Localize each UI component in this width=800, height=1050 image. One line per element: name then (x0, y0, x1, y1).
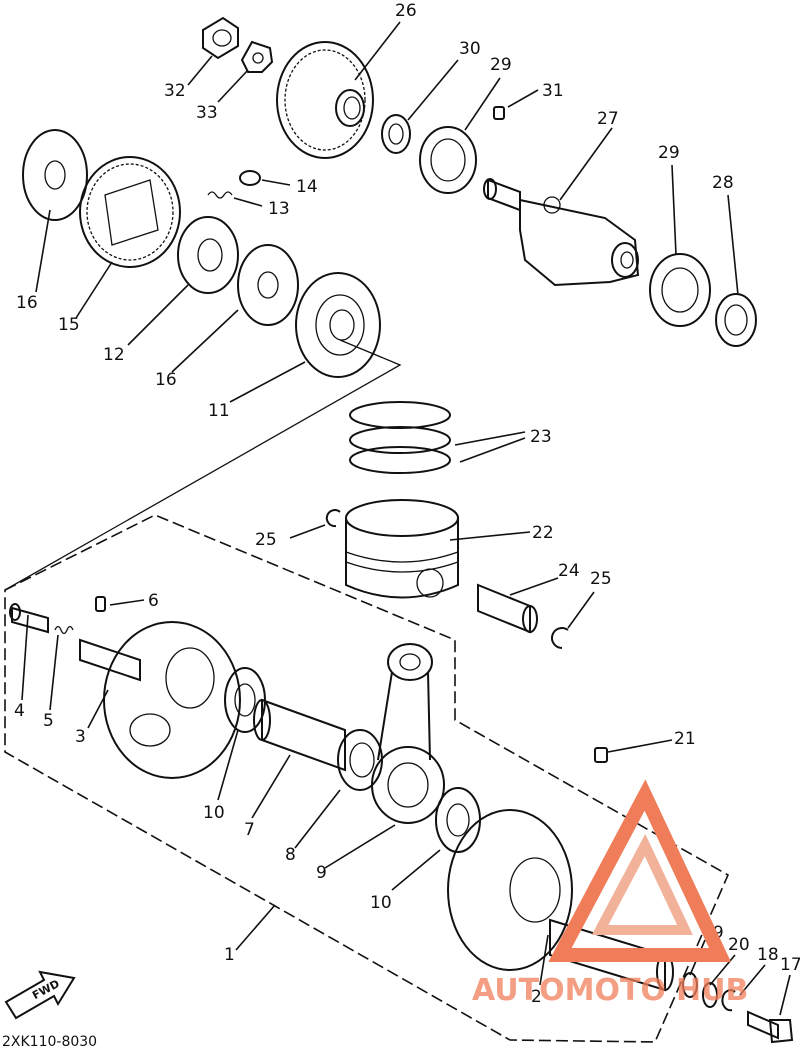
leader-lines (21, 21, 791, 1016)
label-8: 8 (285, 845, 296, 865)
spring-13 (207, 191, 233, 199)
oil-seal-28 (715, 293, 757, 347)
plate-16-upper (22, 129, 88, 221)
label-2: 2 (531, 987, 542, 1007)
part-code: 2XK110-8030 (2, 1034, 97, 1050)
balancer-shaft-27 (483, 178, 640, 287)
nut-32 (202, 16, 239, 60)
crankshaft-assembly-outline (4, 339, 730, 1043)
label-13: 13 (268, 199, 290, 219)
label-10-right: 10 (370, 893, 392, 913)
washer-10-left (224, 667, 266, 733)
label-29-upper: 29 (490, 55, 512, 75)
bolt-17 (747, 1010, 794, 1044)
label-33: 33 (196, 103, 218, 123)
watermark-text-automoto: AUTOMOTO (472, 973, 666, 1008)
label-25-right: 25 (590, 569, 612, 589)
label-15: 15 (58, 315, 80, 335)
watermark-inner-triangle-icon (591, 833, 693, 935)
piston-pin-24 (477, 583, 538, 634)
crank-left-3 (79, 621, 241, 779)
label-10-left: 10 (203, 803, 225, 823)
watermark-triangle-icon (548, 779, 732, 962)
label-11: 11 (208, 401, 230, 421)
pin-6 (95, 596, 106, 612)
spring-5 (54, 625, 74, 635)
label-6: 6 (148, 591, 159, 611)
washer-20 (702, 982, 718, 1008)
label-26: 26 (395, 1, 417, 21)
label-9: 9 (316, 863, 327, 883)
bearing-30 (381, 114, 411, 154)
watermark: AUTOMOTO HUB (472, 779, 748, 1008)
part-labels: 1 2 3 4 5 6 7 8 9 10 10 11 12 13 14 15 1… (14, 1, 800, 1007)
lock-washer-33 (240, 40, 274, 73)
label-12: 12 (103, 345, 125, 365)
label-14: 14 (296, 177, 318, 197)
label-24: 24 (558, 561, 580, 581)
balancer-drive-gear-26 (276, 41, 374, 159)
forward-arrow-icon: FWD (4, 970, 76, 1020)
label-16-lower: 16 (155, 370, 177, 390)
pin-14 (239, 170, 261, 186)
label-1: 1 (224, 945, 235, 965)
label-30: 30 (459, 39, 481, 59)
circlip-25-left (325, 509, 341, 528)
label-17: 17 (780, 955, 800, 975)
piston-rings-23 (349, 401, 451, 474)
label-3: 3 (75, 727, 86, 747)
bearing-11 (295, 272, 381, 378)
label-22: 22 (532, 523, 554, 543)
label-28: 28 (712, 173, 734, 193)
key-21 (594, 747, 608, 763)
fwd-label: FWD (30, 977, 62, 1002)
key-31 (493, 106, 505, 120)
label-27: 27 (597, 109, 619, 129)
label-25-left: 25 (255, 530, 277, 550)
plate-16-lower (237, 244, 299, 326)
circlip-25-right (551, 627, 569, 649)
label-20: 20 (728, 935, 750, 955)
plug-4 (9, 603, 49, 634)
label-32: 32 (164, 81, 186, 101)
label-16-upper: 16 (16, 293, 38, 313)
bearing-29-lower (649, 253, 711, 327)
label-23: 23 (530, 427, 552, 447)
watermark-text-hub: HUB (676, 973, 748, 1008)
lock-washer-18 (721, 989, 736, 1012)
primary-drive-gear-15 (79, 156, 181, 268)
label-21: 21 (674, 729, 696, 749)
label-5: 5 (43, 711, 54, 731)
label-4: 4 (14, 701, 25, 721)
crank-pin-7 (253, 698, 346, 772)
hub-12 (177, 216, 239, 294)
washer-10-right (435, 787, 481, 853)
label-29-lower: 29 (658, 143, 680, 163)
crank-right-2 (447, 809, 674, 992)
label-31: 31 (542, 81, 564, 101)
label-7: 7 (244, 820, 255, 840)
bearing-29-upper (419, 126, 477, 194)
piston-22 (345, 499, 459, 599)
connecting-rod-9 (371, 643, 445, 824)
label-18: 18 (757, 945, 779, 965)
